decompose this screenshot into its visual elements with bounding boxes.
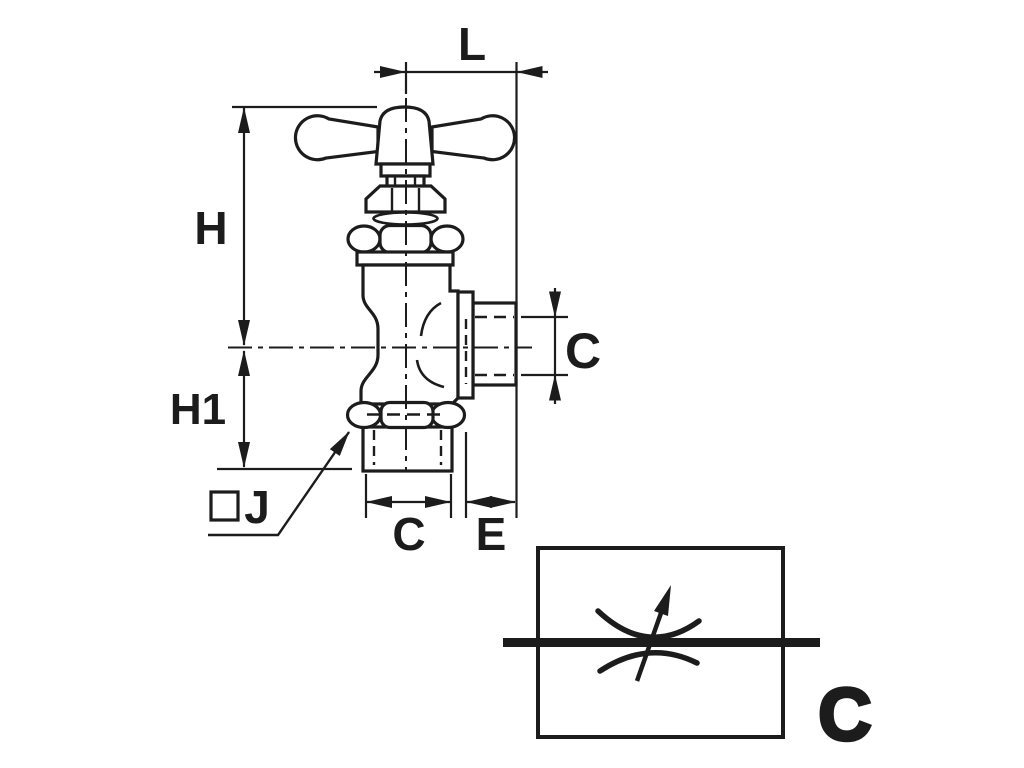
- internal-passage-arc-upper: [419, 301, 442, 337]
- dimensions: [208, 62, 568, 537]
- square-symbol: [209, 490, 240, 522]
- centerlines: [228, 98, 532, 471]
- dim-label-E: E: [476, 508, 507, 560]
- valve-body: [359, 263, 460, 406]
- handle-left-wing: [293, 114, 380, 162]
- bonnet-hex-left-lobe: [346, 224, 382, 254]
- schematic-label-C: C: [818, 673, 871, 756]
- handle-dome: [374, 105, 435, 166]
- dim-label-J: J: [244, 481, 270, 533]
- bonnet-hex-right-lobe: [429, 224, 465, 254]
- handle-right-wing: [430, 114, 517, 162]
- outlet-port: [471, 301, 518, 387]
- dim-label-H: H: [194, 202, 227, 254]
- adjustment-arrow-head-icon: [654, 585, 671, 616]
- dim-label-H1: H1: [170, 385, 226, 434]
- restrictor-arc-upper: [595, 608, 702, 640]
- leader-line-J: [208, 431, 350, 537]
- dim-label-C-bottom: C: [392, 508, 425, 560]
- internal-passage-arc-lower: [415, 359, 445, 389]
- dim-label-L: L: [458, 18, 486, 70]
- adjustment-arrow-shaft: [634, 612, 664, 682]
- dim-label-C-side: C: [565, 323, 601, 379]
- flow-control-schematic: C: [503, 546, 873, 758]
- bottom-port: [361, 425, 454, 473]
